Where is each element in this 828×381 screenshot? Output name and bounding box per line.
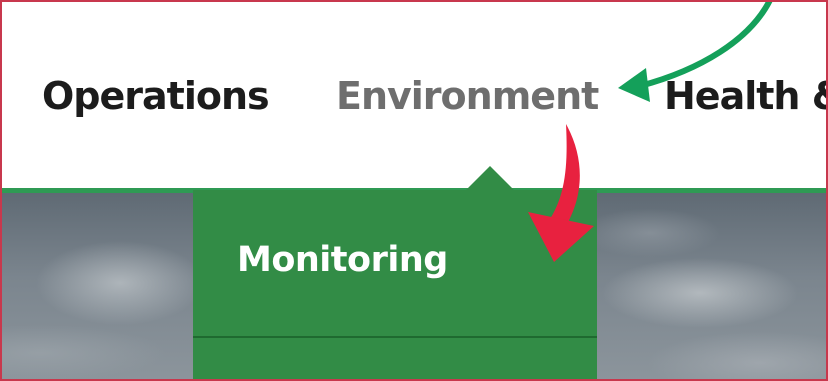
dropdown-item-monitoring[interactable]: Monitoring (237, 240, 448, 280)
dropdown-caret (464, 166, 516, 192)
environment-dropdown-menu: Monitoring (193, 190, 597, 381)
main-navigation: Operations Environment Health & (0, 0, 828, 190)
dropdown-divider (193, 336, 597, 338)
nav-item-environment[interactable]: Environment (336, 74, 599, 118)
nav-item-operations[interactable]: Operations (42, 74, 270, 118)
nav-item-health[interactable]: Health & (664, 74, 828, 118)
